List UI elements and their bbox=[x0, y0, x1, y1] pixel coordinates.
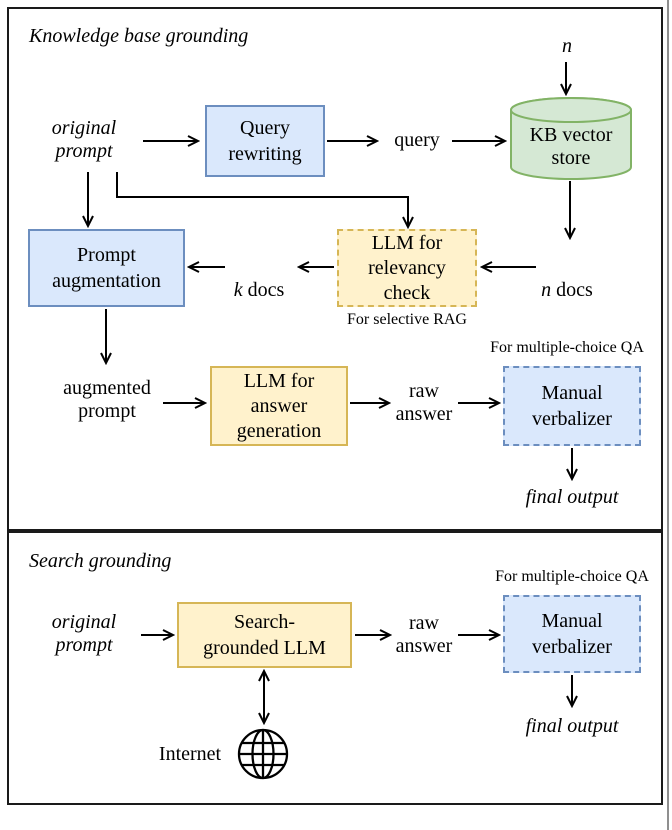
kb-grounding-panel bbox=[7, 7, 663, 531]
n-docs-var: n bbox=[541, 279, 552, 301]
manual-verbalizer-box-kb-label: Manual verbalizer bbox=[532, 382, 612, 430]
search-grounded-llm-box-label: Search- grounded LLM bbox=[203, 611, 326, 659]
query-rewriting-box: Query rewriting bbox=[205, 105, 325, 177]
n-docs-word: docs bbox=[556, 279, 593, 301]
query-label: query bbox=[394, 129, 440, 151]
llm-relevancy-check-box-label: LLM for relevancy check bbox=[368, 231, 446, 304]
k-docs-var: k bbox=[233, 279, 243, 301]
raw-answer-label-kb: raw answer bbox=[395, 380, 453, 425]
manual-verbalizer-box-kb: Manual verbalizer bbox=[503, 366, 641, 446]
search-panel-title: Search grounding bbox=[29, 550, 172, 572]
prompt-augmentation-box: Prompt augmentation bbox=[28, 229, 185, 307]
mcqa-note-search: For multiple-choice QA bbox=[495, 568, 649, 585]
final-output-label-search: final output bbox=[525, 715, 619, 737]
selective-rag-note: For selective RAG bbox=[347, 311, 467, 328]
kb-panel-title: Knowledge base grounding bbox=[29, 25, 249, 47]
manual-verbalizer-box-search-label: Manual verbalizer bbox=[532, 610, 612, 658]
search-grounding-panel bbox=[7, 531, 663, 805]
n-input-label: n bbox=[562, 35, 572, 57]
query-rewriting-box-label: Query rewriting bbox=[228, 117, 302, 165]
raw-answer-label-search: raw answer bbox=[395, 612, 453, 657]
mcqa-note-kb: For multiple-choice QA bbox=[490, 339, 644, 356]
final-output-label-kb: final output bbox=[525, 486, 619, 508]
augmented-prompt-label: augmented prompt bbox=[63, 377, 151, 422]
manual-verbalizer-box-search: Manual verbalizer bbox=[503, 595, 641, 673]
k-docs-word: docs bbox=[247, 279, 285, 301]
search-grounded-llm-box: Search- grounded LLM bbox=[177, 602, 352, 668]
llm-relevancy-check-box: LLM for relevancy check bbox=[337, 229, 477, 307]
original-prompt-label-kb: original prompt bbox=[51, 117, 117, 162]
internet-label: Internet bbox=[158, 743, 222, 765]
prompt-augmentation-box-label: Prompt augmentation bbox=[52, 244, 161, 292]
screenshot-right-edge-line bbox=[667, 0, 669, 830]
llm-answer-generation-box-label: LLM for answer generation bbox=[236, 369, 322, 442]
original-prompt-label-search: original prompt bbox=[51, 611, 117, 656]
kb-vector-store-label: KB vector store bbox=[529, 124, 613, 169]
llm-answer-generation-box: LLM for answer generation bbox=[210, 366, 348, 446]
